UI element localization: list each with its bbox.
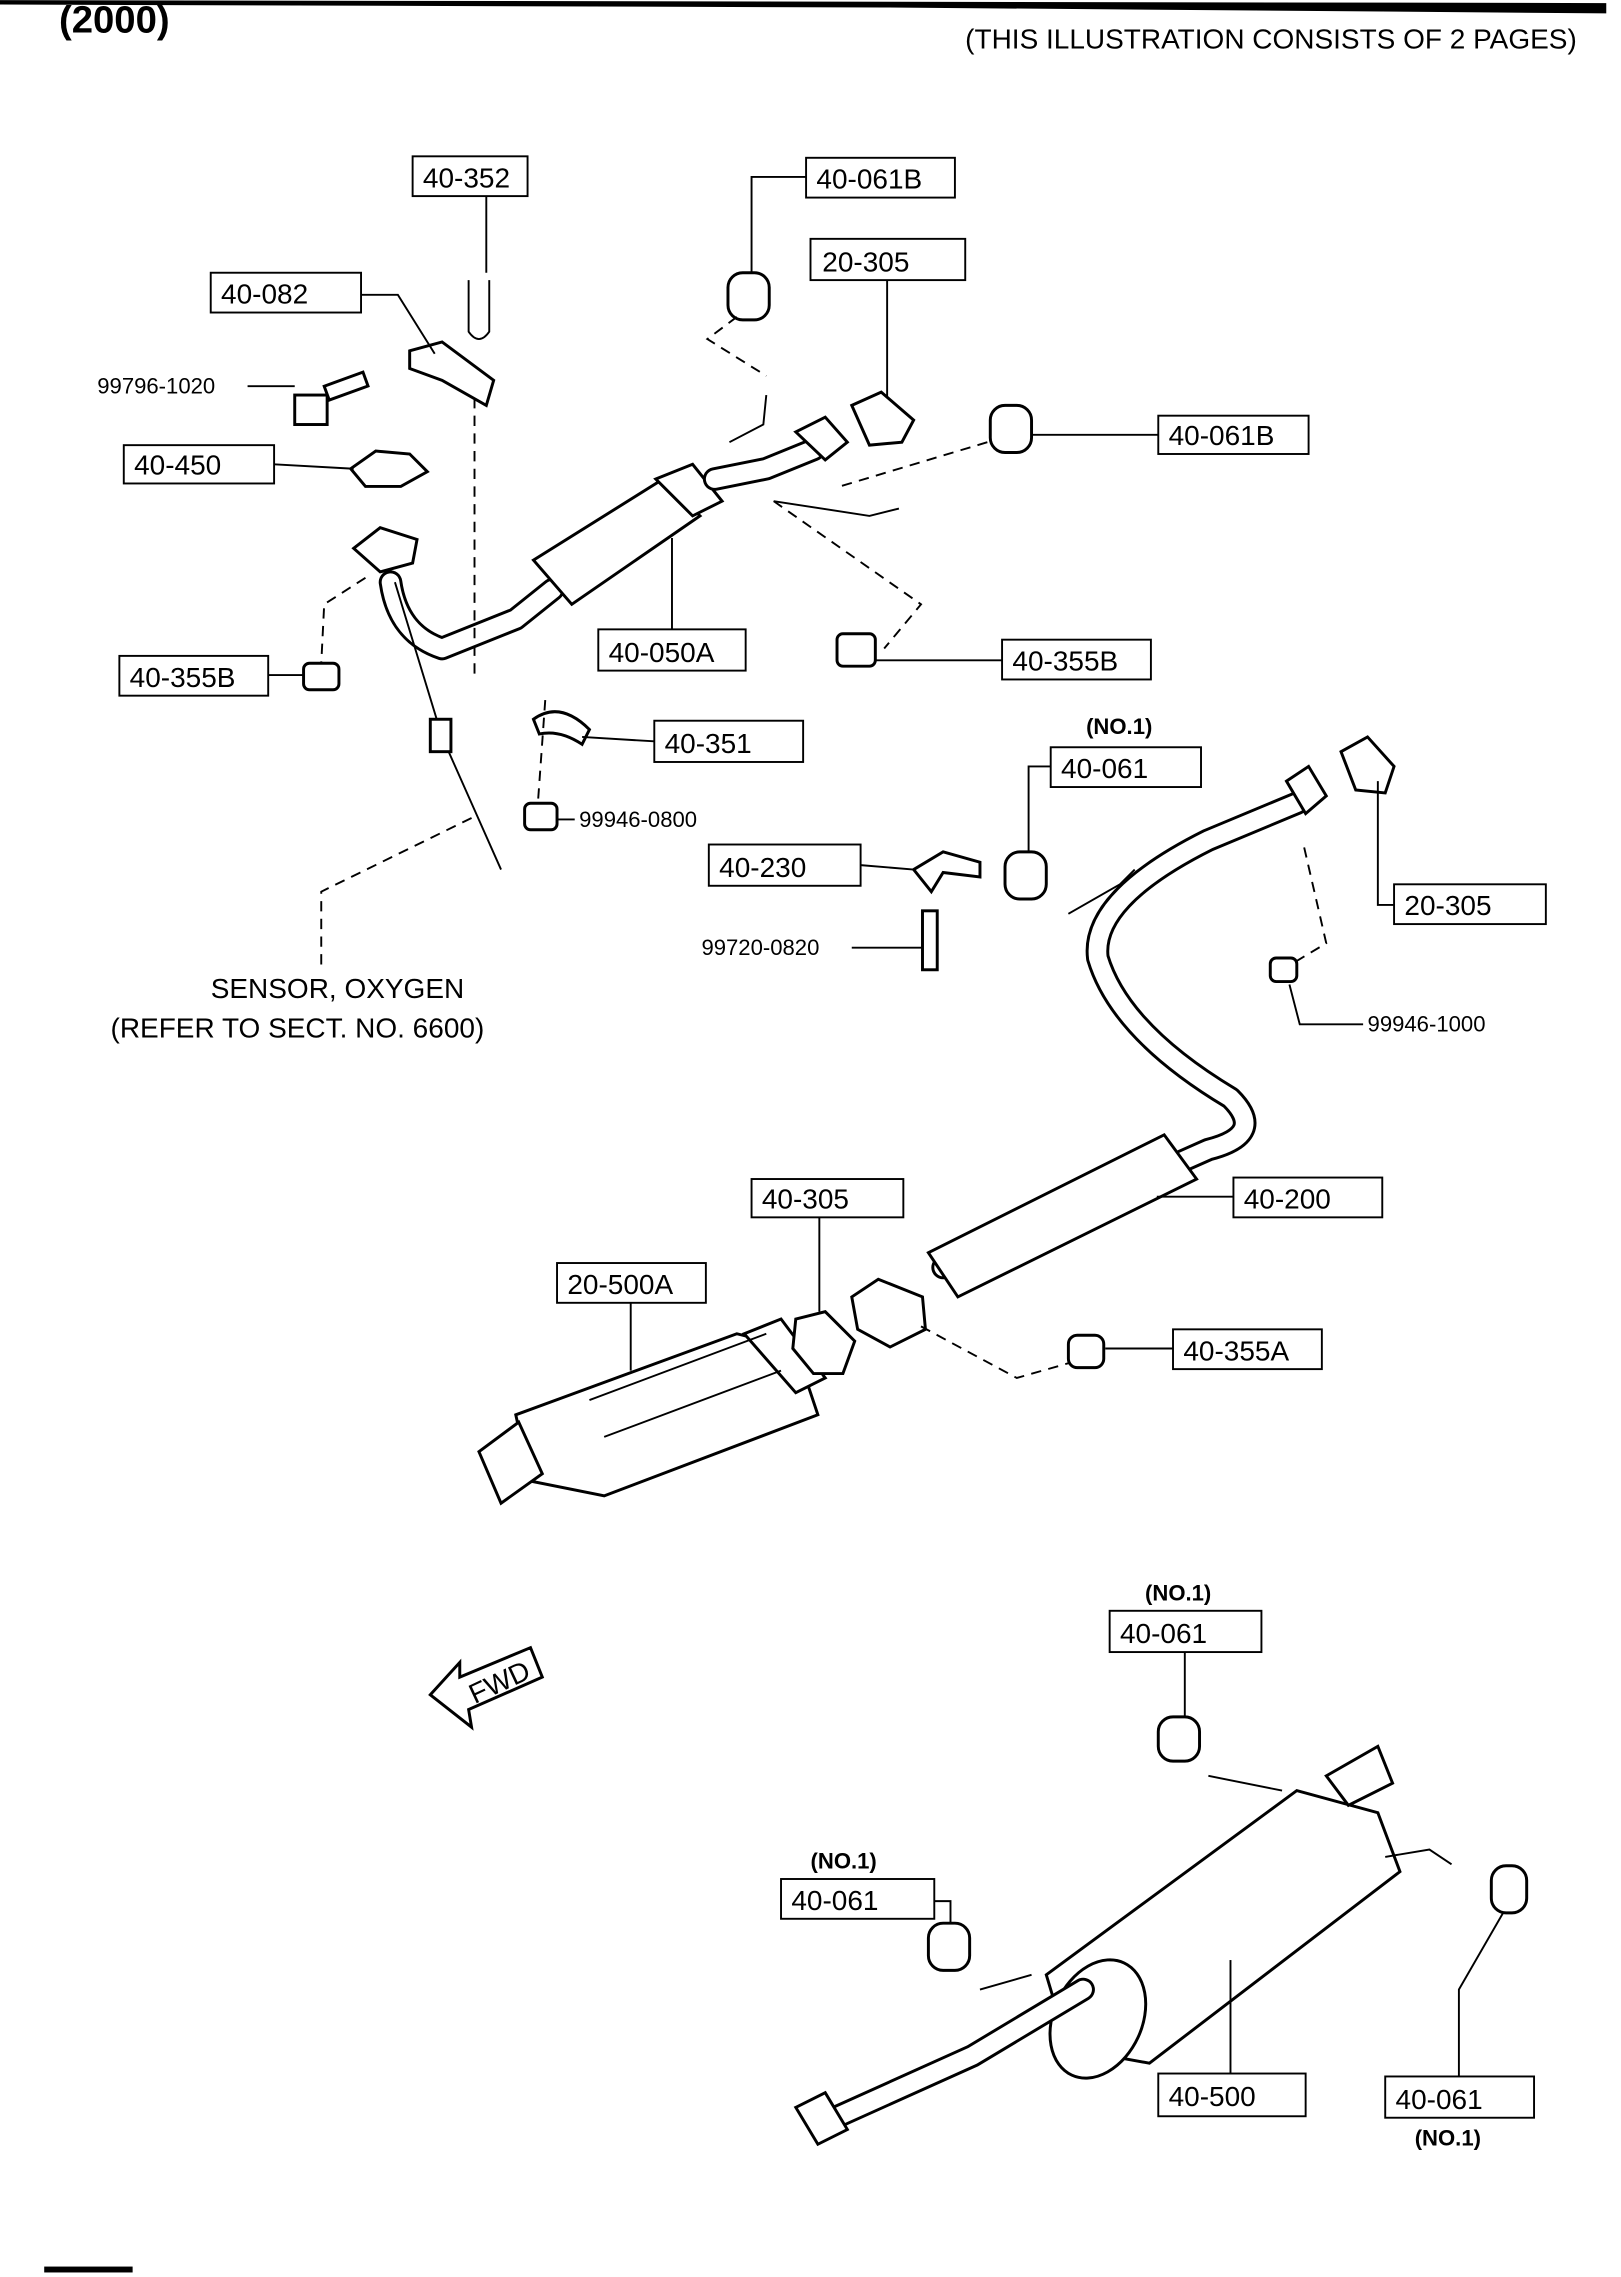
gasket-40-305: [791, 1310, 857, 1376]
callout-20-305-right[interactable]: 20-305: [1393, 883, 1547, 926]
hanger-rubber-icon: [1156, 1715, 1202, 1763]
main-muffler-40-500: [793, 1744, 1453, 2147]
qualifier-no1: (NO.1): [811, 1849, 877, 1874]
svg-text:40-355A: 40-355A: [1183, 1335, 1289, 1366]
bracket-40-082: [408, 340, 496, 408]
callout-40-355B-right[interactable]: 40-355B: [1001, 638, 1152, 681]
svg-text:40-450: 40-450: [134, 450, 221, 481]
fastener-99946-0800[interactable]: 99946-0800: [579, 807, 697, 832]
svg-text:20-305: 20-305: [822, 246, 909, 277]
nut-40-355B-right: [835, 632, 877, 668]
svg-text:40-050A: 40-050A: [609, 637, 715, 668]
callout-40-351[interactable]: 40-351: [653, 719, 805, 763]
gasket-20-305-top: [849, 390, 916, 447]
callout-40-082[interactable]: 40-082: [209, 271, 362, 314]
svg-text:40-500: 40-500: [1169, 2081, 1256, 2112]
u-bolt-40-352: [467, 280, 491, 340]
svg-text:40-305: 40-305: [762, 1183, 849, 1214]
bolt-99720-0820: [921, 909, 939, 972]
svg-text:20-305: 20-305: [1404, 890, 1491, 921]
svg-text:40-355B: 40-355B: [130, 662, 236, 693]
callout-40-355A[interactable]: 40-355A: [1172, 1328, 1323, 1371]
nut-99946-0800: [523, 801, 559, 832]
callout-40-352[interactable]: 40-352: [411, 155, 529, 198]
fastener-99796-1020[interactable]: 99796-1020: [97, 374, 215, 399]
svg-text:40-082: 40-082: [221, 279, 308, 310]
nut-40-355A: [1066, 1333, 1106, 1370]
catalytic-converter-20-500A: [477, 1317, 828, 1506]
callout-40-230[interactable]: 40-230: [707, 843, 862, 887]
qualifier-no1: (NO.1): [1086, 714, 1152, 739]
svg-text:40-061: 40-061: [1120, 1618, 1207, 1649]
hanger-rubber-icon: [926, 1921, 972, 1972]
svg-text:40-061: 40-061: [1061, 753, 1148, 784]
sensor-note-line1: SENSOR, OXYGEN: [211, 973, 464, 1004]
svg-text:40-061: 40-061: [1396, 2084, 1483, 2115]
front-pipe-40-050A: [351, 394, 900, 661]
qualifier-no1: (NO.1): [1145, 1580, 1211, 1605]
callout-40-061-a[interactable]: 40-061: [1049, 746, 1202, 788]
svg-text:40-200: 40-200: [1244, 1183, 1331, 1214]
callout-20-500A[interactable]: 20-500A: [556, 1262, 707, 1304]
callout-40-355B-left[interactable]: 40-355B: [118, 654, 270, 697]
sensor-note-line2: (REFER TO SECT. NO. 6600): [111, 1013, 485, 1044]
gasket-20-305-right: [1339, 735, 1396, 795]
middle-pipe-40-200: [850, 764, 1329, 1349]
fastener-99720-0820[interactable]: 99720-0820: [701, 935, 819, 960]
qualifier-no1: (NO.1): [1415, 2126, 1481, 2151]
callout-40-050A[interactable]: 40-050A: [597, 628, 747, 672]
page-note: (THIS ILLUSTRATION CONSISTS OF 2 PAGES): [965, 24, 1577, 55]
callout-40-200[interactable]: 40-200: [1232, 1176, 1384, 1219]
svg-text:40-355B: 40-355B: [1012, 646, 1118, 677]
bolt-99796-1020: [293, 393, 329, 426]
hanger-rubber-icon: [726, 271, 771, 322]
hanger-rubber-icon: [1003, 850, 1048, 901]
forward-direction-arrow: FWD: [428, 1645, 545, 1731]
svg-text:40-230: 40-230: [719, 852, 806, 883]
svg-text:20-500A: 20-500A: [567, 1269, 673, 1300]
svg-text:40-061B: 40-061B: [1169, 420, 1275, 451]
callout-40-061-b[interactable]: 40-061: [1108, 1609, 1263, 1654]
nut-99946-1000: [1268, 956, 1299, 984]
callout-40-305[interactable]: 40-305: [750, 1178, 905, 1219]
callout-40-450[interactable]: 40-450: [122, 444, 276, 485]
svg-text:40-061B: 40-061B: [816, 164, 922, 195]
nut-40-355B-left: [302, 661, 341, 692]
callout-40-061B-right[interactable]: 40-061B: [1157, 414, 1310, 455]
callout-40-500[interactable]: 40-500: [1157, 2072, 1307, 2118]
svg-text:40-061: 40-061: [791, 1885, 878, 1916]
bolt-99796-1020-shank: [322, 370, 370, 402]
bracket-40-230: [911, 850, 982, 895]
svg-text:40-352: 40-352: [423, 162, 510, 193]
callout-40-061-d[interactable]: 40-061: [1384, 2075, 1536, 2119]
gasket-40-450: [348, 449, 430, 488]
hanger-rubber-icon: [1489, 1864, 1529, 1915]
callout-20-305-top[interactable]: 20-305: [809, 237, 967, 282]
callout-40-061B-top[interactable]: 40-061B: [805, 156, 956, 199]
year-label: (2000): [59, 0, 170, 42]
hanger-rubber-icon: [988, 403, 1034, 454]
svg-text:40-351: 40-351: [665, 728, 752, 759]
footer-mark: [44, 2266, 133, 2273]
callout-40-061-c[interactable]: 40-061: [780, 1878, 936, 1920]
header-bar: [0, 0, 1607, 14]
fastener-99946-1000[interactable]: 99946-1000: [1368, 1012, 1486, 1037]
